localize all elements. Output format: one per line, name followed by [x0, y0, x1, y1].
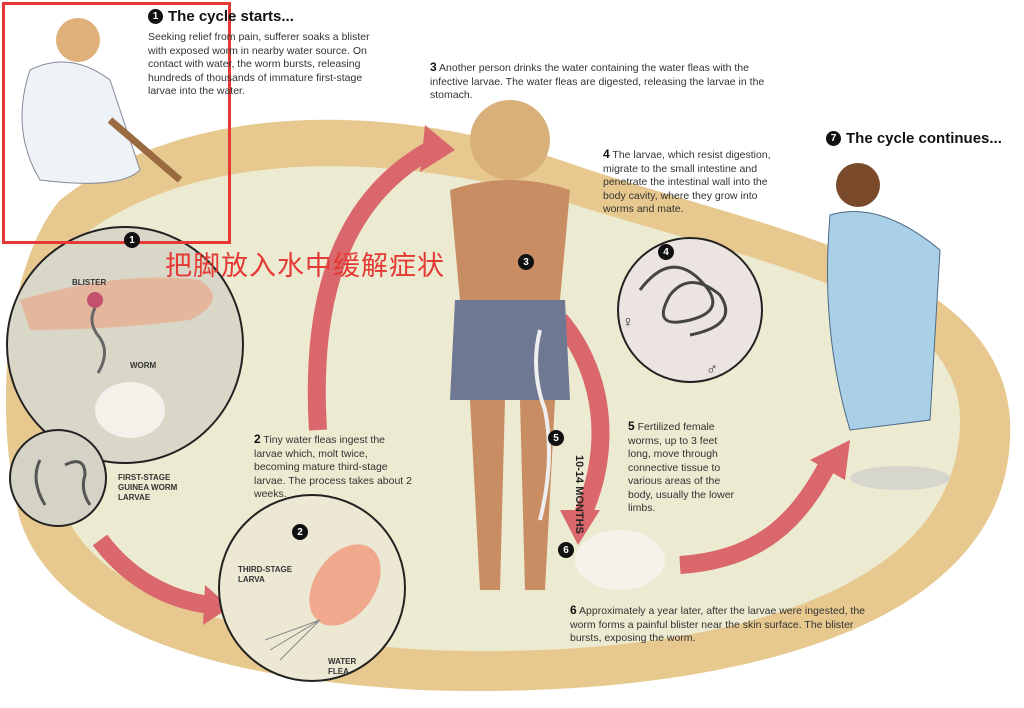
step7-number: 7: [826, 131, 841, 146]
badge-6: 6: [558, 542, 574, 558]
water-flea-circle: [218, 494, 406, 682]
step5-block: 5 Fertilized female worms, up to 3 feet …: [628, 419, 740, 516]
arrow-heads: [203, 125, 850, 625]
step5-text: Fertilized female worms, up to 3 feet lo…: [628, 421, 735, 514]
step7-heading: 7 The cycle continues...: [826, 130, 1002, 147]
step6-number: 6: [570, 603, 577, 617]
larvae-circle: [9, 429, 107, 527]
foot-circle: [6, 226, 244, 464]
first-stage-label: FIRST-STAGE GUINEA WORM LARVAE: [118, 473, 178, 502]
step3-number: 3: [430, 60, 437, 74]
step4-text: The larvae, which resist digestion, migr…: [603, 149, 771, 215]
step6-block: 6 Approximately a year later, after the …: [570, 603, 870, 646]
female-symbol: ♀: [622, 314, 634, 331]
step1-heading: 1 The cycle starts...: [148, 8, 294, 25]
step6-text: Approximately a year later, after the la…: [570, 605, 866, 644]
male-symbol: ♂: [706, 361, 718, 378]
badge-5: 5: [548, 430, 564, 446]
step4-block: 4 The larvae, which resist digestion, mi…: [603, 147, 783, 217]
person-soaking-foot: [21, 18, 183, 184]
man-drinking: [450, 100, 570, 590]
step2-block: 2 Tiny water fleas ingest the larvae whi…: [254, 432, 414, 502]
blister-label: BLISTER: [72, 278, 107, 287]
larvae-cloud: [575, 530, 665, 590]
person-carrying-water: [827, 163, 950, 490]
badge-3: 3: [518, 254, 534, 270]
step7-title: The cycle continues...: [846, 130, 1002, 147]
step1-text: Seeking relief from pain, sufferer soaks…: [148, 31, 370, 97]
step5-number: 5: [628, 419, 635, 433]
badge-2: 2: [292, 524, 308, 540]
badge-1: 1: [124, 232, 140, 248]
badge-4: 4: [658, 244, 674, 260]
highlight-box: [2, 2, 231, 244]
worms-circle: [617, 237, 763, 383]
step2-text: Tiny water fleas ingest the larvae which…: [254, 434, 412, 500]
water-flea-label: WATER FLEA: [328, 657, 357, 676]
duration-label: 10-14 MONTHS: [573, 455, 585, 534]
annotation-text: 把脚放入水中缓解症状: [165, 251, 445, 282]
worm-label: WORM: [130, 361, 157, 370]
third-stage-label: THIRD-STAGE LARVA: [238, 565, 293, 584]
cycle-arrows: [92, 142, 839, 614]
step1-number: 1: [148, 9, 163, 24]
step3-block: 3 Another person drinks the water contai…: [430, 60, 770, 103]
step3-text: Another person drinks the water containi…: [430, 62, 765, 101]
step1-title: The cycle starts...: [168, 8, 294, 25]
step4-number: 4: [603, 147, 610, 161]
step2-number: 2: [254, 432, 261, 446]
